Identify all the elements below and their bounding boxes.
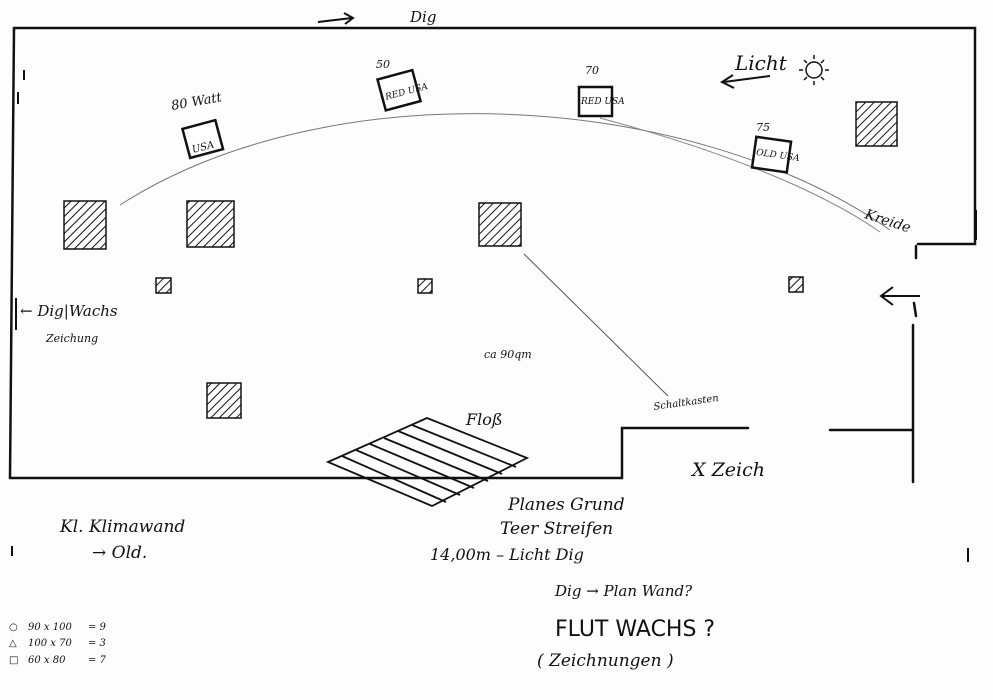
- zeichnungen-note: ( Zeichnungen ): [537, 651, 674, 671]
- legend-count-3: = 7: [88, 655, 107, 666]
- top-arrow-icon: [317, 12, 355, 25]
- wattage-label-1: 80 Watt: [170, 90, 224, 114]
- lamp-label-3: RED USA: [580, 97, 625, 107]
- cable-line: [523, 253, 669, 397]
- lamp-box-1: USA: [180, 118, 225, 160]
- dig-plan-note: Dig → Plan Wand?: [554, 582, 693, 600]
- zeich-label: X Zeich: [690, 459, 765, 481]
- light-arc-line-2: [599, 117, 881, 233]
- pillar-1: [155, 277, 172, 294]
- licht-dig-note: 14,00m – Licht Dig: [430, 545, 584, 564]
- wattage-label-2: 50: [376, 58, 390, 71]
- light-arrow-icon: [719, 74, 771, 89]
- legend-symbol-1: ○: [9, 622, 18, 633]
- light-arc-line: [119, 113, 891, 231]
- klimawand-note: Kl. Klimawand: [59, 517, 185, 537]
- legend-count-2: = 3: [88, 638, 106, 649]
- raft-shape: [325, 417, 530, 507]
- sun-icon: [799, 55, 829, 85]
- flut-wachs-note: FLUT WACHS ?: [555, 617, 715, 642]
- legend-symbol-2: △: [9, 638, 17, 649]
- legend-size-3: 60 x 80: [28, 655, 66, 666]
- lamp-box-2: RED USA: [375, 68, 430, 112]
- legend-symbol-3: □: [9, 655, 18, 666]
- pillar-2: [417, 278, 433, 294]
- dig-wachs-label: ← Dig|Wachs: [20, 302, 118, 320]
- legend: ○ 90 x 100 = 9 △ 100 x 70 = 3 □ 60 x 80 …: [9, 622, 107, 666]
- zeichung-label: Zeichung: [45, 332, 98, 345]
- panel-1: [63, 200, 107, 250]
- pillar-3: [788, 276, 804, 293]
- planes-grund-note: Planes Grund: [507, 495, 625, 515]
- panel-2: [186, 200, 235, 248]
- wattage-label-4: 75: [756, 121, 770, 134]
- panel-3: [478, 202, 522, 247]
- panel-5: [206, 382, 242, 419]
- top-dig-label: Dig: [409, 8, 436, 26]
- wattage-label-3: 70: [585, 64, 599, 77]
- entrance-arrow-icon: [879, 286, 920, 306]
- legend-size-1: 90 x 100: [28, 622, 72, 633]
- lamp-box-4: OLD USA: [750, 135, 801, 174]
- floss-label: Floß: [465, 410, 503, 429]
- schaltkasten-label: Schaltkasten: [653, 393, 720, 413]
- old-note: → Old.: [92, 543, 147, 563]
- room-outline: [8, 26, 977, 484]
- legend-size-2: 100 x 70: [28, 638, 72, 649]
- lamp-box-3: RED USA: [577, 85, 625, 118]
- teer-streifen-note: Teer Streifen: [500, 519, 613, 539]
- legend-count-1: = 9: [88, 622, 107, 633]
- wall-ticks: [11, 70, 977, 562]
- kreide-label: Kreide: [862, 206, 913, 236]
- area-label: ca 90qm: [484, 348, 532, 361]
- panel-4: [855, 101, 898, 147]
- hatched-panels: [63, 101, 898, 419]
- light-label: Licht: [734, 51, 788, 75]
